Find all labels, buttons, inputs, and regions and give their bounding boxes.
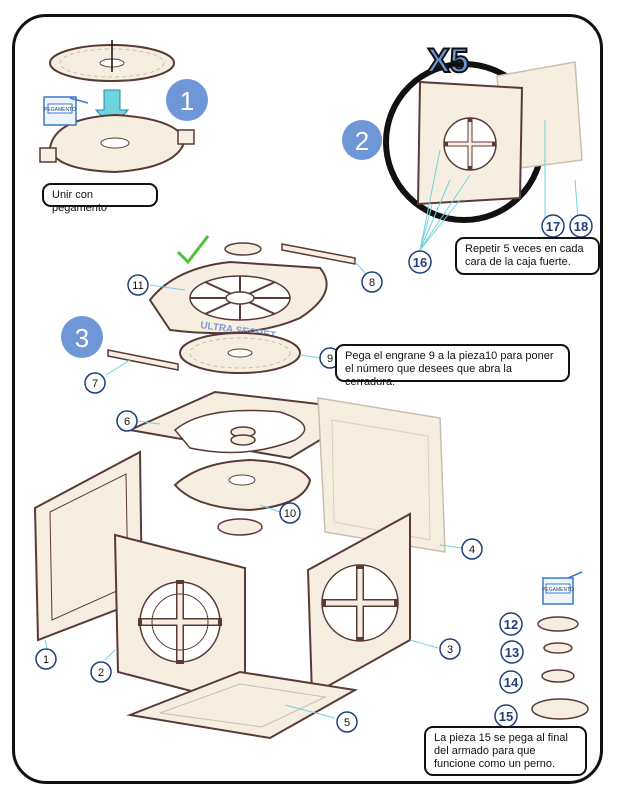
label-15: 15 <box>499 709 513 724</box>
label-6: 6 <box>124 416 130 428</box>
step3-group: ULTRA SECRET 3 11 8 7 9 <box>33 235 589 740</box>
label-5: 5 <box>344 717 350 729</box>
step2-number: 2 <box>355 126 369 156</box>
label-13: 13 <box>505 645 519 660</box>
disc-15 <box>531 698 589 720</box>
step3-number: 3 <box>75 323 89 353</box>
repeat-badge: X5 <box>427 42 469 80</box>
step1-group: PEGAMENTO 1 <box>39 40 208 174</box>
glue-bottle-icon-2: PEGAMENTO <box>542 571 583 605</box>
step2-badge <box>342 120 382 160</box>
glue-bottle-icon: PEGAMENTO <box>43 96 89 126</box>
label-11: 11 <box>132 280 143 292</box>
label-14: 14 <box>504 675 519 690</box>
step2-group: X5 2 16 17 18 <box>342 41 593 274</box>
note-glue: Unir con pegamento <box>42 183 158 214</box>
check-icon <box>176 235 210 265</box>
svg-text:PEGAMENTO: PEGAMENTO <box>44 107 76 113</box>
svg-text:PEGAMENTO: PEGAMENTO <box>542 587 574 593</box>
label-3: 3 <box>447 644 453 656</box>
label-7: 7 <box>92 378 98 390</box>
label-8: 8 <box>369 277 375 289</box>
label-10: 10 <box>284 508 296 520</box>
base-5 <box>126 670 358 740</box>
label-4: 4 <box>469 544 475 556</box>
label-1: 1 <box>43 654 49 666</box>
label-12: 12 <box>504 617 518 632</box>
panel-4 <box>317 397 446 553</box>
label-18: 18 <box>574 219 588 234</box>
label-16: 16 <box>413 255 427 270</box>
disc-14 <box>541 669 575 683</box>
label-17: 17 <box>546 219 560 234</box>
step1-number: 1 <box>180 86 194 116</box>
step1-badge <box>166 79 208 121</box>
note-pin: La pieza 15 se pega al final del armado … <box>424 726 587 776</box>
note-repeat: Repetir 5 veces en cada cara de la caja … <box>455 237 600 275</box>
label-2: 2 <box>98 667 104 679</box>
note-gear: Pega el engrane 9 a la pieza10 para pone… <box>335 344 570 388</box>
label-9: 9 <box>327 353 333 365</box>
page-frame <box>12 14 603 784</box>
step3-badge <box>61 316 103 358</box>
disc-12 <box>537 616 579 632</box>
disc-13 <box>543 642 573 654</box>
